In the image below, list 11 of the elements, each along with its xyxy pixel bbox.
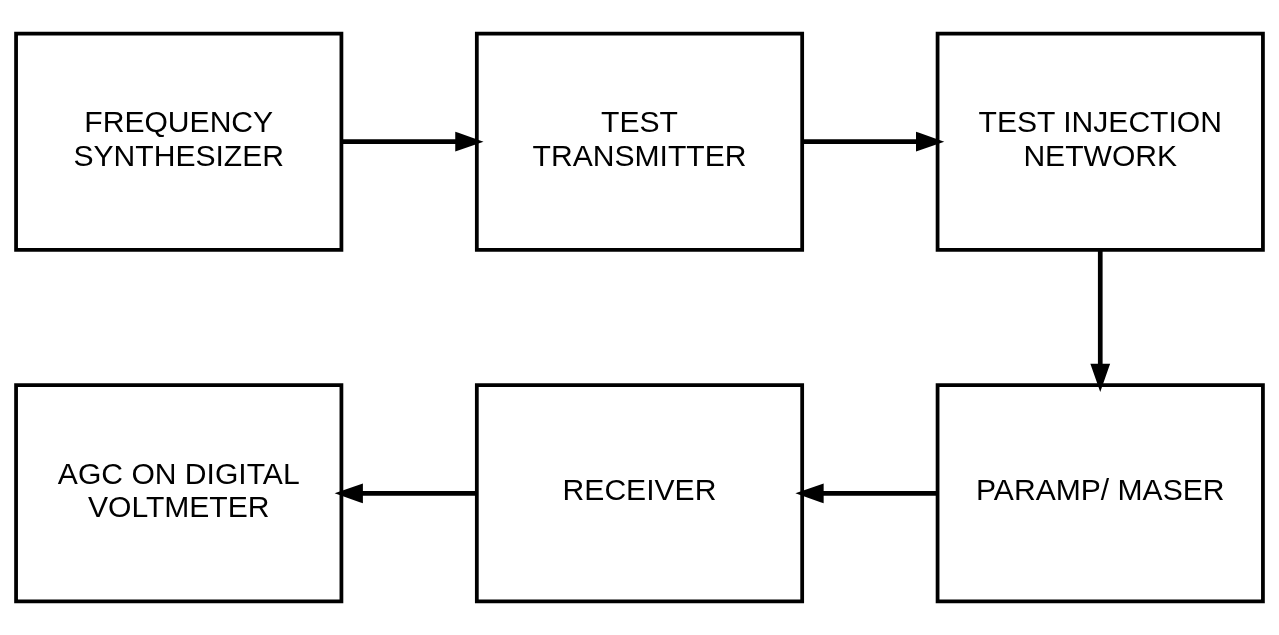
node-box: TEST TRANSMITTER (474, 31, 805, 252)
node-box: AGC ON DIGITAL VOLTMETER (14, 383, 344, 604)
arrow (795, 483, 938, 504)
arrow (1090, 249, 1111, 392)
node-box: RECEIVER (474, 383, 805, 604)
node-box: FREQUENCY SYNTHESIZER (14, 31, 344, 252)
node-box: PARAMP/ MASER (935, 383, 1265, 604)
node-box: TEST INJECTION NETWORK (935, 31, 1265, 252)
arrow (802, 131, 945, 152)
arrow (341, 131, 484, 152)
arrow (334, 483, 477, 504)
